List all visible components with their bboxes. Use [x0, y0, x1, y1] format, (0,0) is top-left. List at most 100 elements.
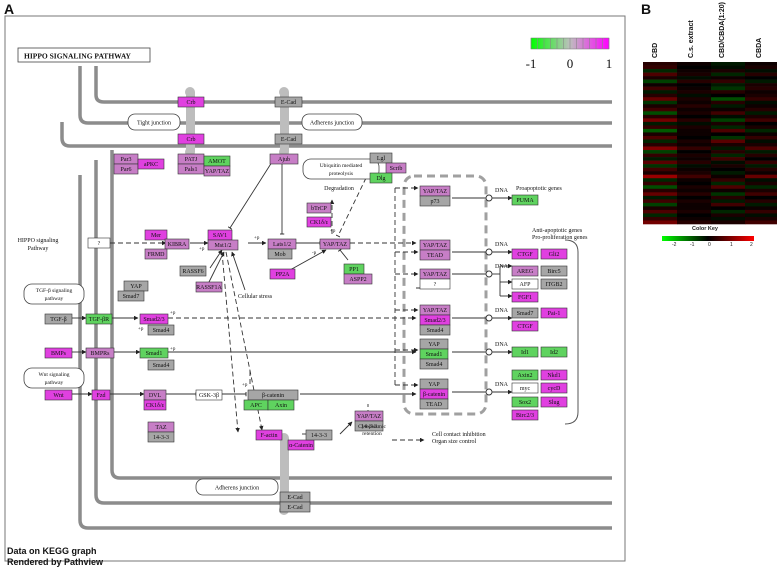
- gene-label: PUMA: [516, 198, 534, 204]
- gene-box-fill: [91, 389, 111, 401]
- heatmap-cell: [745, 171, 777, 175]
- gene-label: Fzd: [97, 393, 106, 399]
- heatmap-cell: [711, 104, 746, 109]
- heatmap-cell: [677, 132, 712, 137]
- gene-box: CTGF: [511, 320, 539, 332]
- gene-box-fill: [354, 420, 384, 432]
- gene-box: Mob: [267, 248, 293, 260]
- gene-box: E-Cad: [279, 501, 311, 513]
- gene-label: Smad4: [153, 363, 170, 369]
- gene-box-fill: [540, 346, 568, 358]
- gene-box: Mer: [144, 229, 168, 241]
- gene-box: CTGF: [511, 248, 539, 260]
- gene-box-fill: [540, 396, 568, 408]
- gene-box: E-Cad: [279, 491, 311, 503]
- heatmap-cell: [643, 111, 678, 116]
- heatmap-cell: [745, 206, 777, 211]
- gene-label: Smad7: [517, 311, 534, 317]
- dna-circles: [485, 194, 493, 396]
- heatmap-cell: [745, 181, 777, 186]
- heatmap-cell: [745, 146, 777, 151]
- gene-label: Smad2/3: [143, 317, 164, 323]
- gene-label: Crb: [187, 137, 196, 143]
- heatmap-cell: [711, 121, 746, 126]
- gene-box: DVL: [143, 389, 167, 401]
- gene-box: Pai-1: [540, 307, 568, 319]
- heatmap-cell: [711, 206, 746, 211]
- gene-box: cycD: [540, 382, 568, 394]
- gene-box: AREG: [511, 265, 539, 277]
- gene-box: Par6: [113, 163, 139, 175]
- gene-box-fill: [147, 359, 175, 371]
- heatmap-cell: [643, 143, 678, 147]
- gene-box: Crb: [177, 133, 205, 145]
- gene-label: TGF-β: [50, 317, 66, 323]
- gene-box-fill: [144, 248, 168, 260]
- kegg-legend-mid: 0: [567, 56, 574, 71]
- gene-box: Birc2/3: [511, 409, 539, 421]
- gene-label: Axin2: [518, 373, 533, 379]
- gene-box-fill: [540, 307, 568, 319]
- diagram-label: Organ size control: [432, 439, 477, 445]
- gene-label: Mst1/2: [214, 243, 231, 249]
- gene-label: Sox2: [519, 400, 531, 406]
- heatmap-cell: [745, 93, 777, 98]
- heatmap-cell: [745, 174, 777, 179]
- gene-box-fill: [255, 429, 283, 441]
- heatmap-cell: [711, 125, 746, 130]
- heatmap-cell: [711, 135, 746, 140]
- heatmap-cell: [745, 202, 777, 207]
- diagram-label: Anti-apoptotic genes: [532, 228, 583, 234]
- gene-label: Smad4: [153, 328, 170, 334]
- heatmap-cell: [745, 121, 777, 126]
- color-key-tick-1: -2: [672, 242, 677, 248]
- gene-box-fill: [511, 369, 539, 381]
- gene-label: E-Cad: [281, 100, 296, 106]
- heatmap-cell: [677, 164, 712, 168]
- heatmap-cell: [711, 62, 746, 66]
- heatmap-cell: [643, 153, 678, 158]
- gene-label: DVL: [149, 393, 162, 399]
- gene-label: Gli2: [549, 252, 560, 258]
- gene-box: AFP: [511, 278, 539, 290]
- gene-box: YAP: [123, 280, 149, 292]
- heatmap-column-label-2: C.s. extract: [688, 20, 695, 58]
- heatmap-cell: [677, 157, 712, 161]
- gene-label: Birc5: [547, 269, 560, 275]
- heatmap-cell: [745, 143, 777, 147]
- heatmap-cell: [745, 192, 777, 197]
- gene-box: F-actin: [255, 429, 283, 441]
- heatmap-cell: [711, 209, 746, 214]
- heatmap-cell: [745, 188, 777, 193]
- heatmap-cell: [677, 121, 712, 126]
- heatmap-cell: [643, 76, 678, 80]
- gene-label: Birc2/3: [516, 413, 534, 419]
- heatmap-cell: [643, 209, 678, 214]
- heatmap-cell: [643, 160, 678, 165]
- gene-box-fill: [274, 96, 303, 108]
- gene-label: β-catenin: [423, 392, 445, 398]
- gene-label: bTrCP: [311, 206, 327, 212]
- junction-stalks: [185, 87, 289, 515]
- gene-box-fill: [147, 431, 175, 443]
- heatmap-cell: [745, 167, 777, 172]
- gene-label: YAP: [428, 382, 440, 388]
- gene-label: cycD: [548, 386, 561, 392]
- heatmap-cell: [745, 83, 777, 87]
- gene-box-fill: [85, 347, 115, 359]
- gene-box: Smad4: [147, 324, 175, 336]
- heatmap-cell: [677, 69, 712, 73]
- diagram-label: Pro-proliferation genes: [532, 234, 588, 241]
- color-key-tick-2: -1: [690, 242, 695, 248]
- gene-box-fill: [540, 265, 568, 277]
- heatmap-column-label-1: CBD: [652, 42, 659, 58]
- gene-label: Par3: [121, 157, 132, 163]
- gene-box-fill: [369, 152, 393, 164]
- gene-box-fill: [511, 396, 539, 408]
- heatmap-cell: [677, 167, 712, 172]
- gene-box-fill: [419, 195, 451, 207]
- gene-box-fill: [419, 358, 449, 370]
- heatmap-cell: [677, 171, 712, 175]
- heatmap-cell: [643, 150, 678, 154]
- gene-label: Pai-1: [548, 311, 561, 317]
